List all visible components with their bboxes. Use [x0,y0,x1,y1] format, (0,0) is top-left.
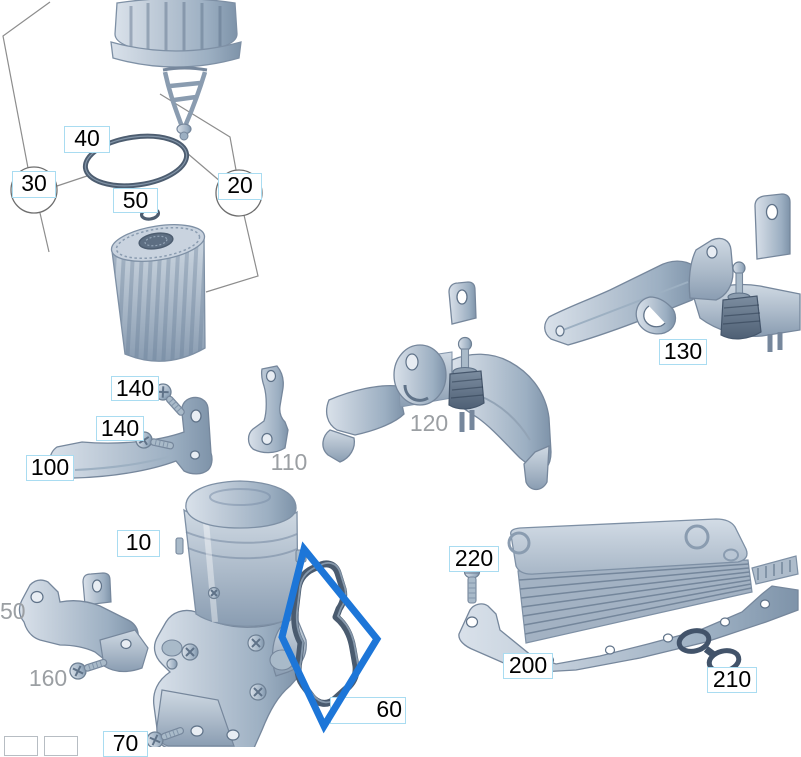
part-filter-element[interactable] [109,219,207,362]
placeholder-box-1[interactable] [4,736,38,756]
callout-150-clipped: 50 [0,598,26,624]
callout-30[interactable]: 30 [12,171,56,198]
callout-140b[interactable]: 140 [96,416,144,441]
callout-40[interactable]: 40 [64,126,110,153]
callout-110: 110 [270,449,308,475]
callout-160: 160 [28,665,68,691]
callout-frame [2,1,259,293]
part-gasket-60[interactable] [291,560,360,707]
callout-220[interactable]: 220 [449,546,499,572]
part-filter-cover[interactable] [110,0,242,141]
part-oil-filter-housing[interactable] [152,480,307,747]
callout-20[interactable]: 20 [218,173,262,200]
callout-70[interactable]: 70 [103,731,148,757]
part-bracket-120[interactable] [322,281,552,491]
callout-50[interactable]: 50 [113,188,158,213]
callout-200[interactable]: 200 [503,653,553,679]
part-large-o-ring[interactable] [82,130,190,192]
part-bracket-130[interactable] [544,193,801,352]
part-bracket-150[interactable] [18,572,149,673]
placeholder-box-2[interactable] [44,736,78,756]
callout-10[interactable]: 10 [117,530,160,557]
callout-210[interactable]: 210 [707,667,757,693]
part-oil-cooler-200[interactable] [458,518,799,673]
callout-130[interactable]: 130 [659,339,707,365]
callout-60[interactable]: 60 [330,697,406,724]
callout-120: 120 [409,410,449,436]
part-bracket-110[interactable] [247,365,289,454]
callout-100[interactable]: 100 [26,455,74,481]
callout-140a[interactable]: 140 [111,376,159,401]
